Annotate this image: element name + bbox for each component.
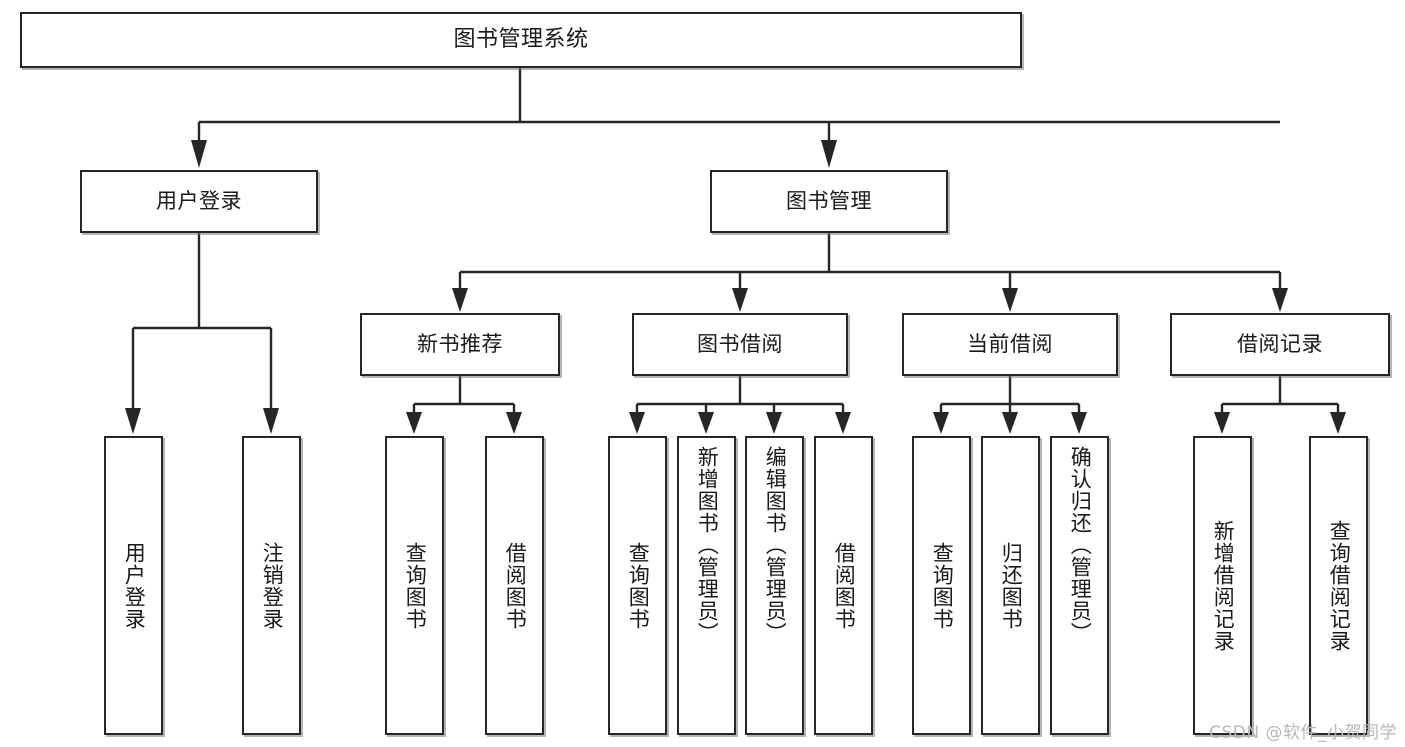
leaf-query-book-rec[interactable]: 查询图书 [385,436,444,735]
leaf-query-book-current[interactable]: 查询图书 [912,436,971,735]
node-current-borrow[interactable]: 当前借阅 [902,313,1118,376]
leaf-edit-book-admin[interactable]: 编辑图书（管理员） [745,436,804,735]
node-new-book-recommend[interactable]: 新书推荐 [360,313,560,376]
leaf-edit-book-admin-label: 编辑图书（管理员） [763,446,788,644]
leaf-query-borrow-record-label: 查询借阅记录 [1327,519,1352,652]
leaf-query-book-borrow[interactable]: 查询图书 [608,436,667,735]
leaf-query-book-rec-label: 查询图书 [403,541,428,630]
node-root-label: 图书管理系统 [453,27,589,52]
leaf-query-book-borrow-label: 查询图书 [626,541,651,630]
node-book-borrow-label: 图书借阅 [697,332,783,356]
leaf-confirm-return-admin[interactable]: 确认归还（管理员） [1050,436,1109,735]
leaf-logout[interactable]: 注销登录 [242,436,301,735]
leaf-borrow-book-rec[interactable]: 借阅图书 [485,436,544,735]
leaf-query-book-current-label: 查询图书 [930,541,955,630]
leaf-return-book-label: 归还图书 [999,541,1024,630]
leaf-add-book-admin[interactable]: 新增图书（管理员） [677,436,736,735]
node-current-borrow-label: 当前借阅 [967,332,1053,356]
leaf-return-book[interactable]: 归还图书 [981,436,1040,735]
leaf-borrow-book-rec-label: 借阅图书 [503,541,528,630]
leaf-confirm-return-admin-label: 确认归还（管理员） [1068,446,1093,644]
node-book-manage[interactable]: 图书管理 [710,170,948,233]
node-new-book-recommend-label: 新书推荐 [417,332,503,356]
leaf-query-borrow-record[interactable]: 查询借阅记录 [1309,436,1368,735]
node-book-borrow[interactable]: 图书借阅 [632,313,848,376]
node-borrow-record[interactable]: 借阅记录 [1170,313,1390,376]
leaf-logout-label: 注销登录 [260,541,285,630]
leaf-borrow-book-borrow[interactable]: 借阅图书 [814,436,873,735]
leaf-add-borrow-record-label: 新增借阅记录 [1211,519,1236,652]
leaf-add-book-admin-label: 新增图书（管理员） [695,446,720,644]
node-user-login[interactable]: 用户登录 [80,170,318,233]
leaf-add-borrow-record[interactable]: 新增借阅记录 [1193,436,1252,735]
node-borrow-record-label: 借阅记录 [1237,332,1323,356]
leaf-user-login[interactable]: 用户登录 [104,436,163,735]
node-book-manage-label: 图书管理 [786,189,872,213]
node-root[interactable]: 图书管理系统 [20,12,1022,68]
leaf-user-login-label: 用户登录 [122,541,147,630]
watermark: CSDN @软件_小贺同学 [1209,723,1397,743]
node-user-login-label: 用户登录 [156,189,242,213]
leaf-borrow-book-borrow-label: 借阅图书 [832,541,857,630]
